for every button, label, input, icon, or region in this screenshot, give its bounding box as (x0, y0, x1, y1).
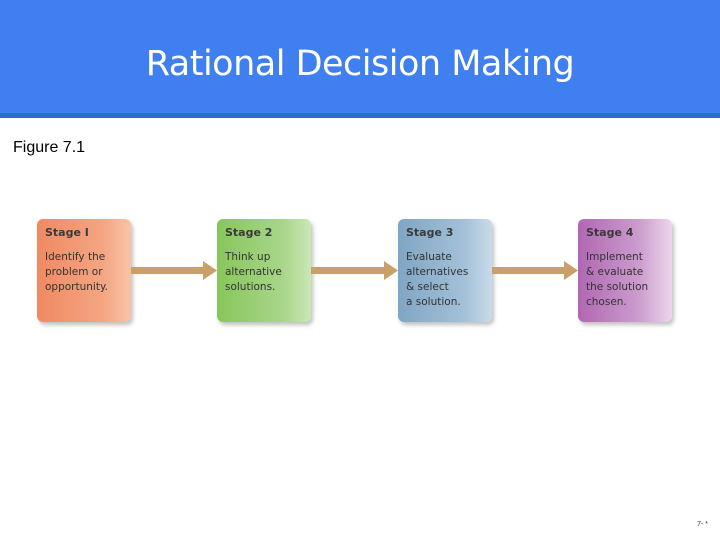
stage-1-box: Stage I Identify the problem or opportun… (37, 219, 131, 322)
stage-2-box: Stage 2 Think up alternative solutions. (217, 219, 311, 322)
arrow-3-to-4 (492, 261, 578, 280)
stage-3-text: Evaluate alternatives & select a solutio… (406, 251, 469, 308)
stage-2-title: Stage 2 (225, 226, 273, 239)
stage-3-box: Stage 3 Evaluate alternatives & select a… (398, 219, 492, 322)
arrow-2-to-3 (311, 261, 398, 280)
figure-label: Figure 7.1 (13, 139, 86, 156)
title-banner: Rational Decision Making (0, 0, 720, 118)
stage-4-text: Implement & evaluate the solution chosen… (586, 251, 649, 308)
slide-title: Rational Decision Making (145, 44, 575, 84)
page-number: 7- * (697, 521, 708, 528)
arrow-1-to-2 (131, 261, 217, 280)
stage-4-title: Stage 4 (586, 226, 634, 239)
stage-3-title: Stage 3 (406, 226, 454, 239)
stage-1-title: Stage I (45, 226, 89, 239)
stage-2-text: Think up alternative solutions. (225, 251, 282, 293)
stage-1-text: Identify the problem or opportunity. (45, 251, 109, 293)
stage-4-box: Stage 4 Implement & evaluate the solutio… (578, 219, 672, 322)
